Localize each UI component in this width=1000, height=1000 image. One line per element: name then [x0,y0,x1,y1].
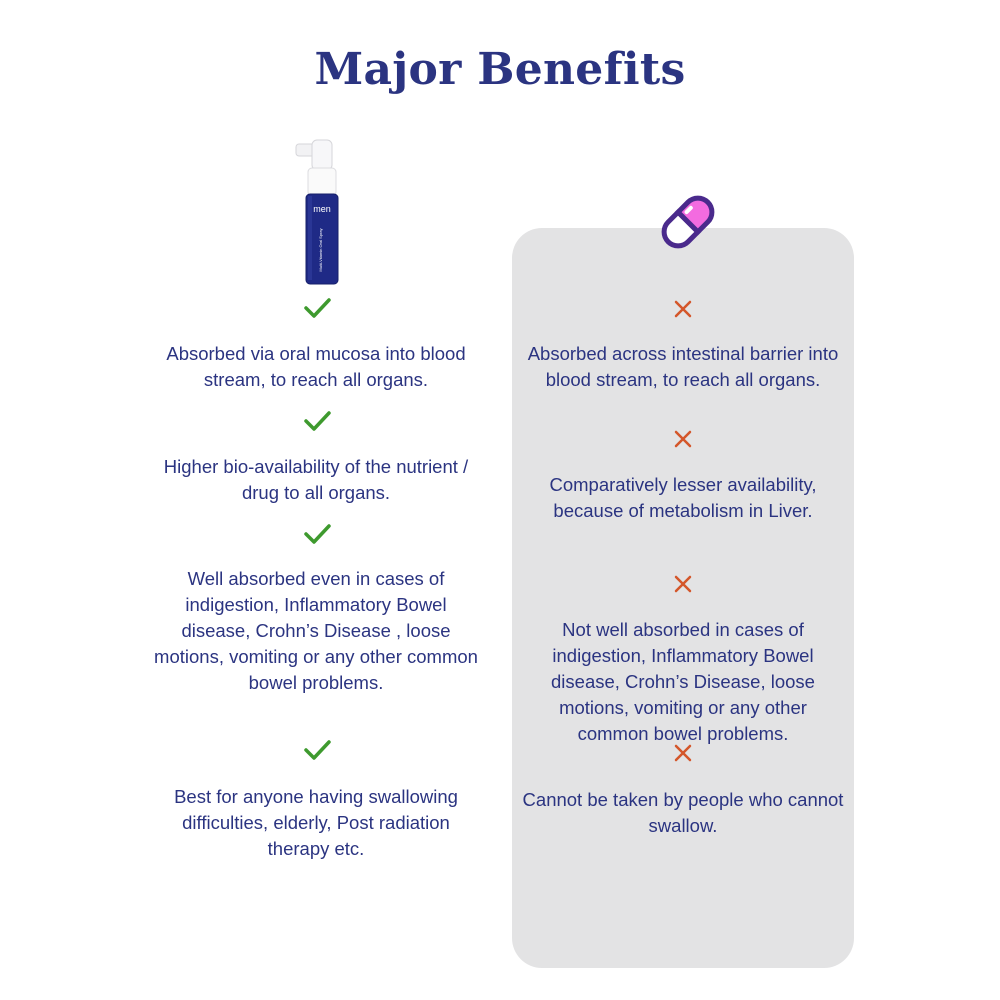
oral-spray-bottle-image: men Multi-Vitamin Oral Spray [295,139,339,285]
check-icon [304,524,331,544]
cross-icon [674,744,692,762]
benefit-left-3: Well absorbed even in cases of indigesti… [154,568,478,693]
bottle-label-text: Multi-Vitamin Oral Spray [318,228,323,271]
benefit-left-1: Absorbed via oral mucosa into blood stre… [166,343,466,390]
benefit-right-1: Absorbed across intestinal barrier into … [527,343,839,390]
benefit-left-2: Higher bio-availability of the nutrient … [163,456,469,503]
check-icon [304,298,331,318]
benefit-right-4: Cannot be taken by people who cannot swa… [522,789,844,836]
capsule-comparison-panel [512,228,854,968]
cross-icon [674,575,692,593]
benefit-right-3: Not well absorbed in cases of indigestio… [551,619,815,744]
check-icon [304,740,331,760]
benefit-right-2: Comparatively lesser availability, becau… [549,474,817,521]
bottle-brand-text: men [313,204,331,214]
cross-icon [674,300,692,318]
page-title: Major Benefits [314,44,686,95]
check-icon [304,411,331,431]
capsule-icon [661,195,715,249]
cross-icon [674,430,692,448]
benefit-left-4: Best for anyone having swallowing diffic… [174,786,458,859]
